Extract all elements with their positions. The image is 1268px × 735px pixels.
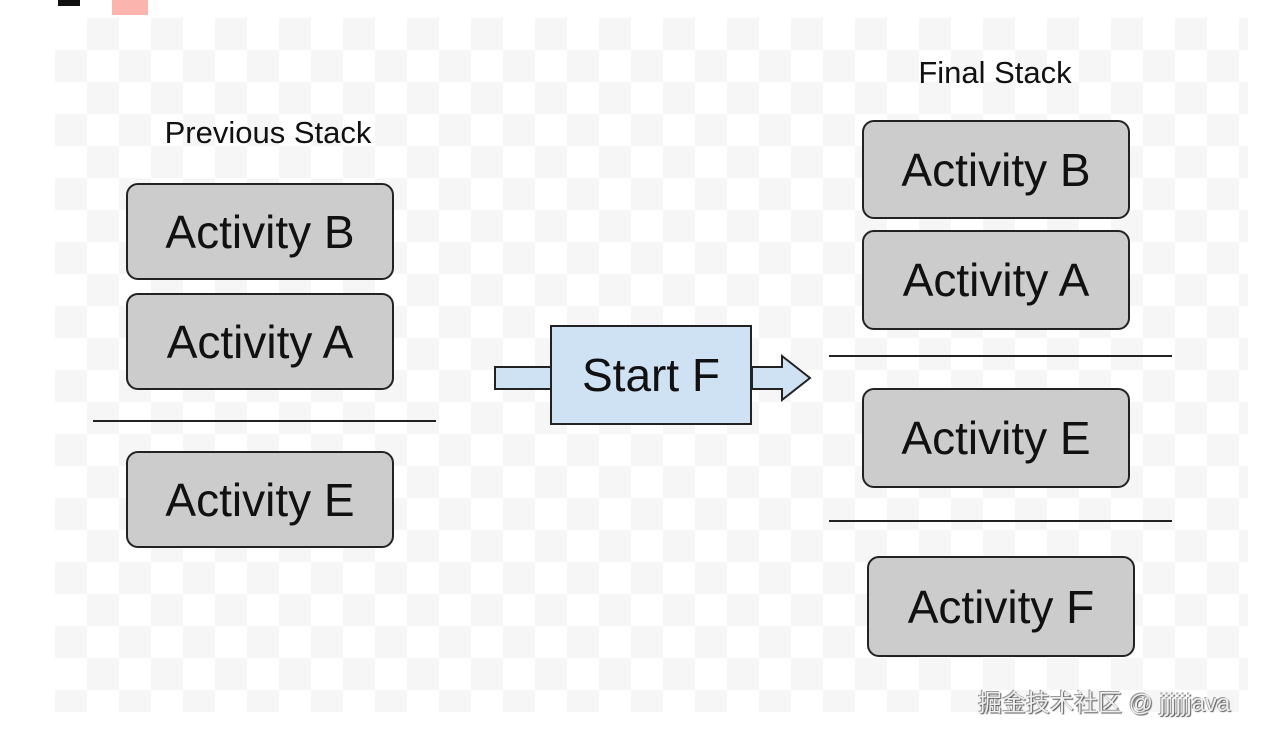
final-activity-e: Activity E [862, 388, 1130, 488]
start-f-action: Start F [550, 325, 752, 425]
final-activity-b: Activity B [862, 120, 1130, 219]
final-activity-a: Activity A [862, 230, 1130, 330]
prev-task-divider [93, 420, 436, 422]
watermark: 掘金技术社区 @ jjjjjjava [978, 690, 1231, 717]
prev-activity-a: Activity A [126, 293, 394, 390]
arrow-in-shaft [494, 366, 552, 390]
highlight-mark [112, 0, 148, 15]
previous-stack-title: Previous Stack [164, 115, 372, 150]
final-activity-f: Activity F [867, 556, 1135, 657]
arrow-out-icon [751, 353, 812, 403]
final-stack-title: Final Stack [918, 55, 1072, 90]
prev-activity-e: Activity E [126, 451, 394, 548]
final-task-divider-1 [829, 355, 1172, 357]
prev-activity-b: Activity B [126, 183, 394, 280]
cropped-text-fragment [58, 0, 80, 6]
final-task-divider-2 [829, 520, 1172, 522]
